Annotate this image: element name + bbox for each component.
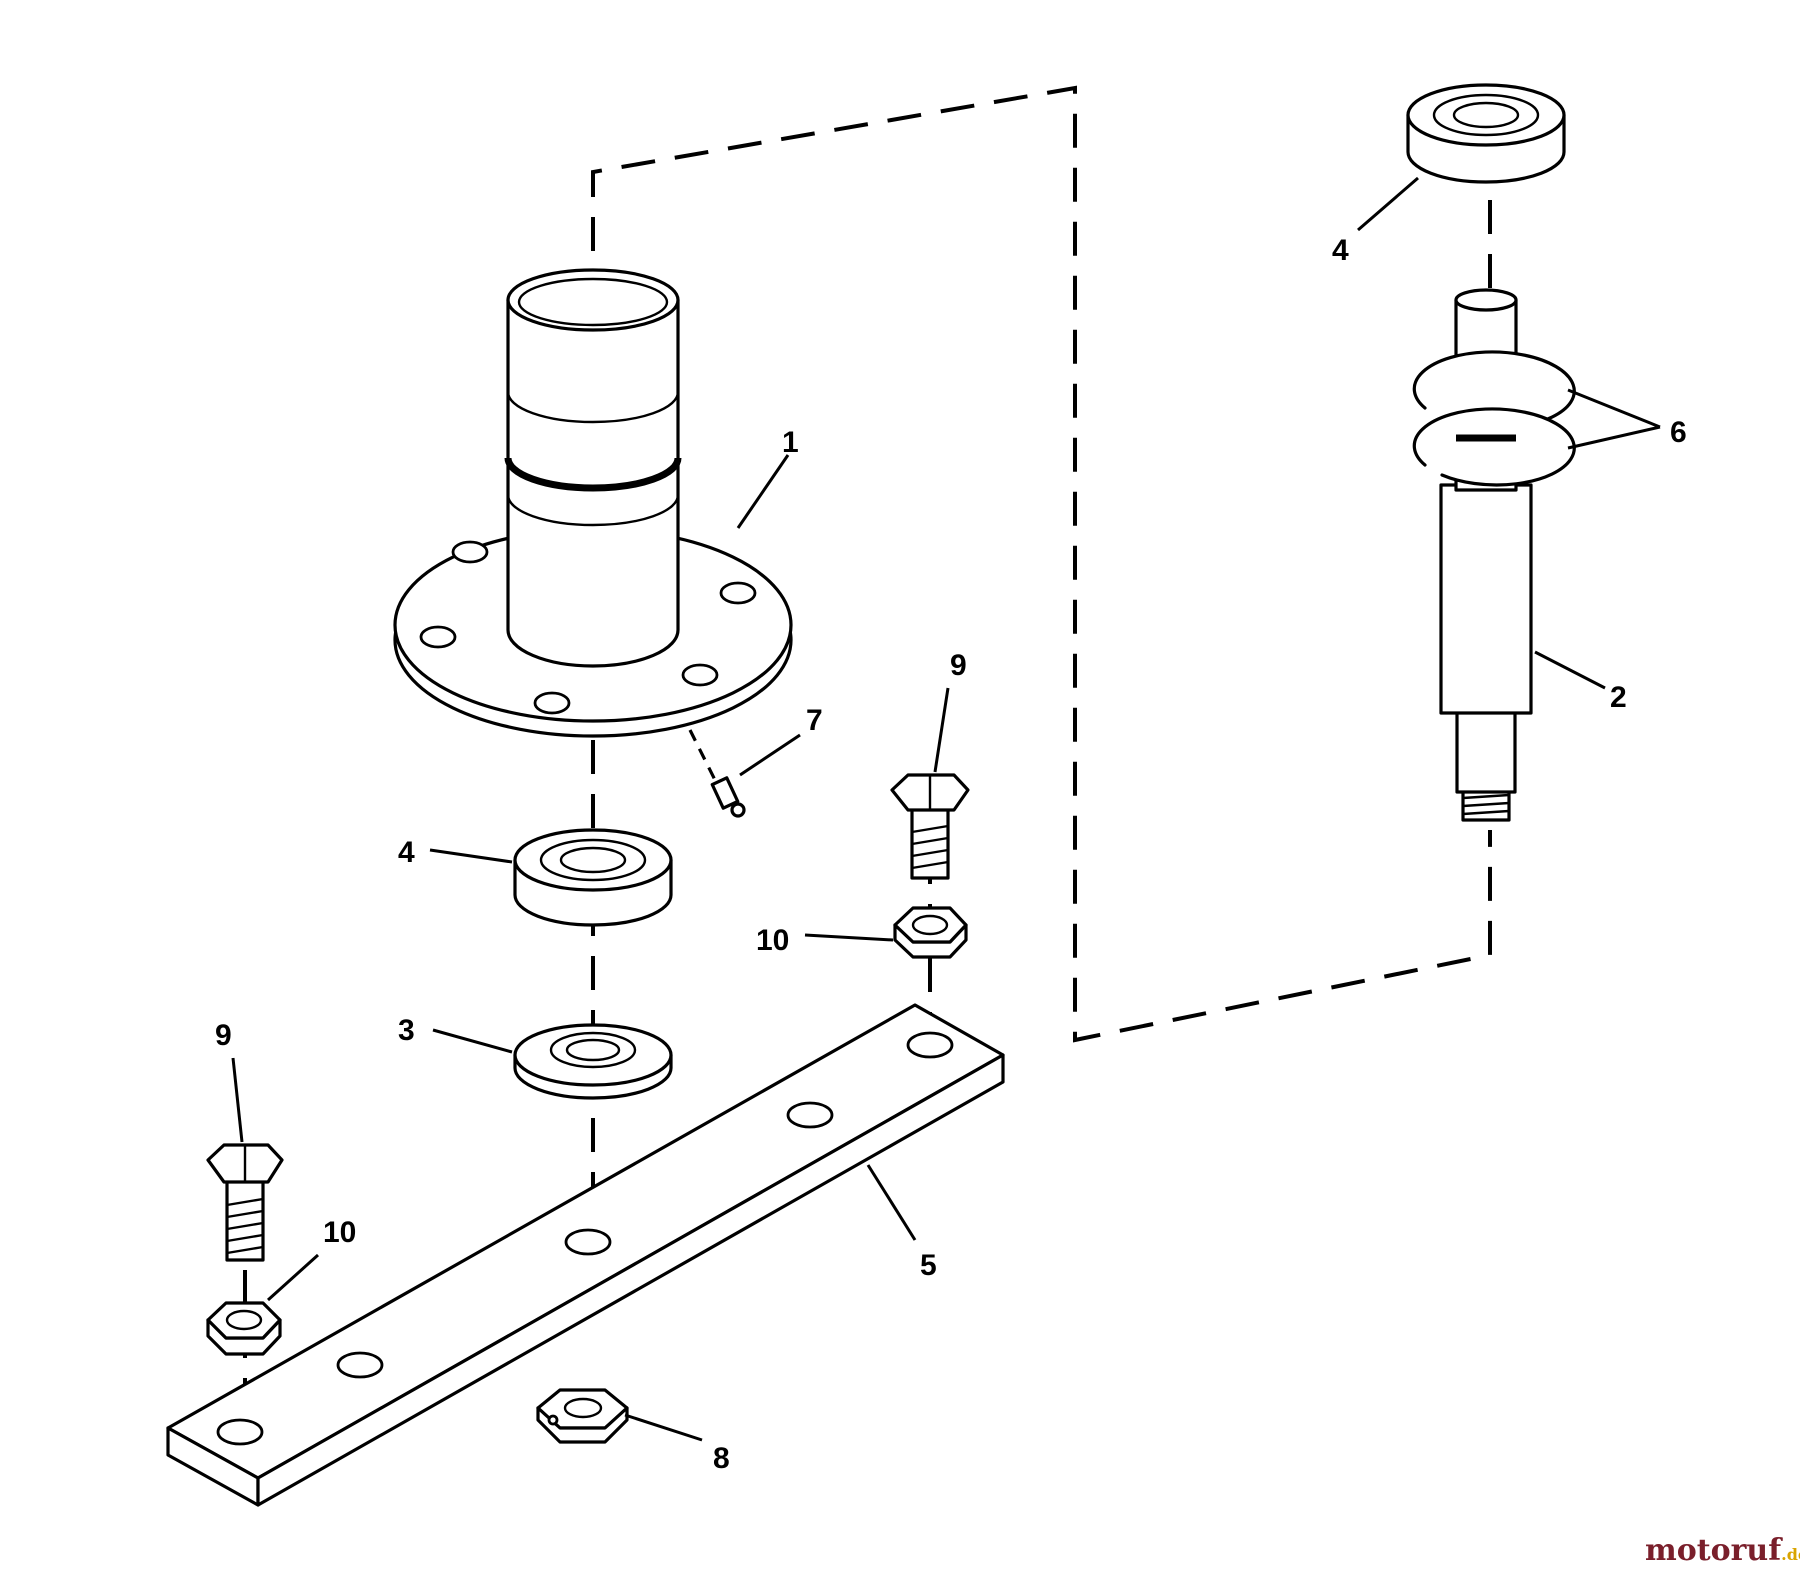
watermark-suffix: .de [1781,1545,1800,1564]
leader-4-right [1357,176,1419,232]
callout-4-right: 4 [1332,234,1349,267]
housing-groove-lower [504,457,682,492]
flange-hole [533,691,571,715]
bolt-thread [910,824,950,870]
housing-top-rim [506,268,680,332]
lock-nut-bore [563,1397,603,1419]
bearing-race [1432,93,1540,137]
spacer-washer [513,1023,673,1100]
watermark-main: motoruf [1645,1533,1783,1568]
housing-groove-upper [506,390,680,424]
bar-side [256,1053,1005,1507]
callout-10-left: 10 [323,1216,356,1249]
flange-hole [681,663,719,687]
lock-nut [536,1388,629,1444]
housing-top-inner [517,277,669,327]
leader-4-left [429,848,513,864]
leader-lines [231,176,1661,1442]
shaft-body [1439,483,1533,715]
bar-hole [216,1418,264,1446]
assembly-lines [243,85,1492,1420]
assembly-line-grease [688,729,717,781]
fitting-body [710,776,740,810]
bearing-top [513,828,673,892]
nut-top [206,1301,282,1340]
bar-hole [564,1228,612,1256]
leader-10-left [266,1253,320,1302]
callout-7: 7 [806,704,823,737]
callout-2: 2 [1610,681,1627,714]
leader-9-left [231,1057,244,1143]
callout-9-left: 9 [215,1019,232,1052]
leader-5 [866,1164,917,1241]
mounting-bar [166,1003,1005,1507]
callout-labels: 1 2 3 4 4 5 6 7 8 9 9 10 10 [215,234,1687,1475]
shaft-lower-step [1455,710,1517,794]
bar-hole [906,1031,954,1059]
leader-3 [432,1028,513,1054]
spindle-shaft [1412,288,1576,822]
retaining-ring-lower [1412,407,1576,487]
leader-1 [736,454,790,529]
callout-4-left: 4 [398,836,415,869]
leader-8 [624,1413,703,1442]
leader-6b [1567,425,1661,450]
washer-boss [549,1031,637,1069]
flange-hole [451,540,489,564]
bearing-bore [559,846,627,874]
nut-top [893,906,968,944]
callout-6: 6 [1670,416,1687,449]
lock-nut-pin [547,1414,559,1426]
hex-nut-right [893,906,968,959]
leader-2 [1534,650,1606,690]
shaft-thread-lines [1461,793,1511,816]
nut-bore [225,1309,263,1331]
watermark: motoruf.de [1645,1533,1800,1568]
ball-bearing-left [513,828,673,927]
leader-10-right [804,933,894,942]
housing-groove-lower-2 [506,493,680,527]
ball-bearing-right [1406,83,1566,184]
bar-hole [786,1101,834,1129]
fitting-tip [730,802,746,818]
callout-9-right: 9 [950,649,967,682]
callout-5: 5 [920,1249,937,1282]
bearing-top [1406,83,1566,147]
washer-top [513,1023,673,1087]
bearing-bore [1452,101,1520,129]
callout-10-right: 10 [756,924,789,957]
nut-bore [911,914,949,936]
callout-8: 8 [713,1442,730,1475]
spindle-housing [393,268,793,738]
leader-9-right [933,687,950,773]
leader-7 [739,733,801,777]
washer-bore [565,1038,621,1062]
assembly-line-loop [591,85,1492,1043]
hex-bolt-left [206,1143,284,1262]
flange-hole [419,625,457,649]
bearing-race [539,838,647,882]
flange-hole [719,581,757,605]
leader-6a [1567,388,1661,429]
bar-hole [336,1351,384,1379]
hex-nut-left [206,1301,282,1356]
bolt-thread [225,1197,265,1255]
shaft-top [1454,288,1518,312]
hex-bolt-right [890,773,970,880]
housing-tube [506,298,680,668]
grease-fitting [710,776,746,818]
lock-nut-side [536,1406,629,1444]
callout-3: 3 [398,1014,415,1047]
callout-1: 1 [782,426,799,459]
